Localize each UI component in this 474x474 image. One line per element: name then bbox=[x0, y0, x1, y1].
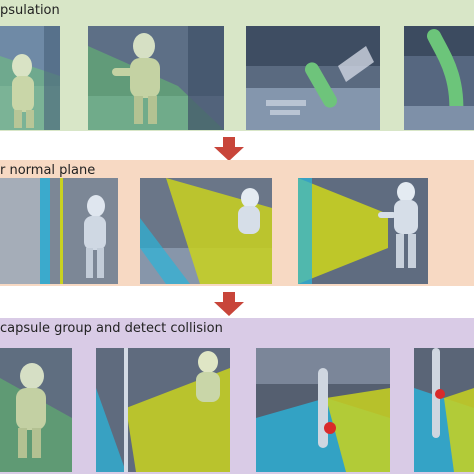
stage-1-image-1 bbox=[0, 26, 60, 130]
stage-1-title: psulation bbox=[0, 3, 60, 18]
stage-1-image-2 bbox=[88, 26, 224, 130]
stage-3-image-2 bbox=[96, 348, 230, 472]
stage-1-image-3 bbox=[246, 26, 380, 130]
stage-3-image-4 bbox=[414, 348, 474, 472]
stage-3-image-3 bbox=[256, 348, 390, 472]
stage-2-panel: r normal plane bbox=[0, 160, 474, 286]
stage-1-panel: psulation bbox=[0, 0, 474, 131]
stage-2-image-2 bbox=[140, 178, 272, 284]
stage-1-image-4 bbox=[404, 26, 474, 130]
stage-2-image-3 bbox=[298, 178, 428, 284]
stage-3-panel: capsule group and detect collision bbox=[0, 318, 474, 474]
stage-2-image-1 bbox=[0, 178, 118, 284]
stage-2-title: r normal plane bbox=[0, 163, 96, 178]
stage-3-image-1 bbox=[0, 348, 72, 472]
stage-3-title: capsule group and detect collision bbox=[0, 321, 223, 336]
down-arrow-icon bbox=[214, 137, 244, 161]
down-arrow-icon bbox=[214, 292, 244, 316]
